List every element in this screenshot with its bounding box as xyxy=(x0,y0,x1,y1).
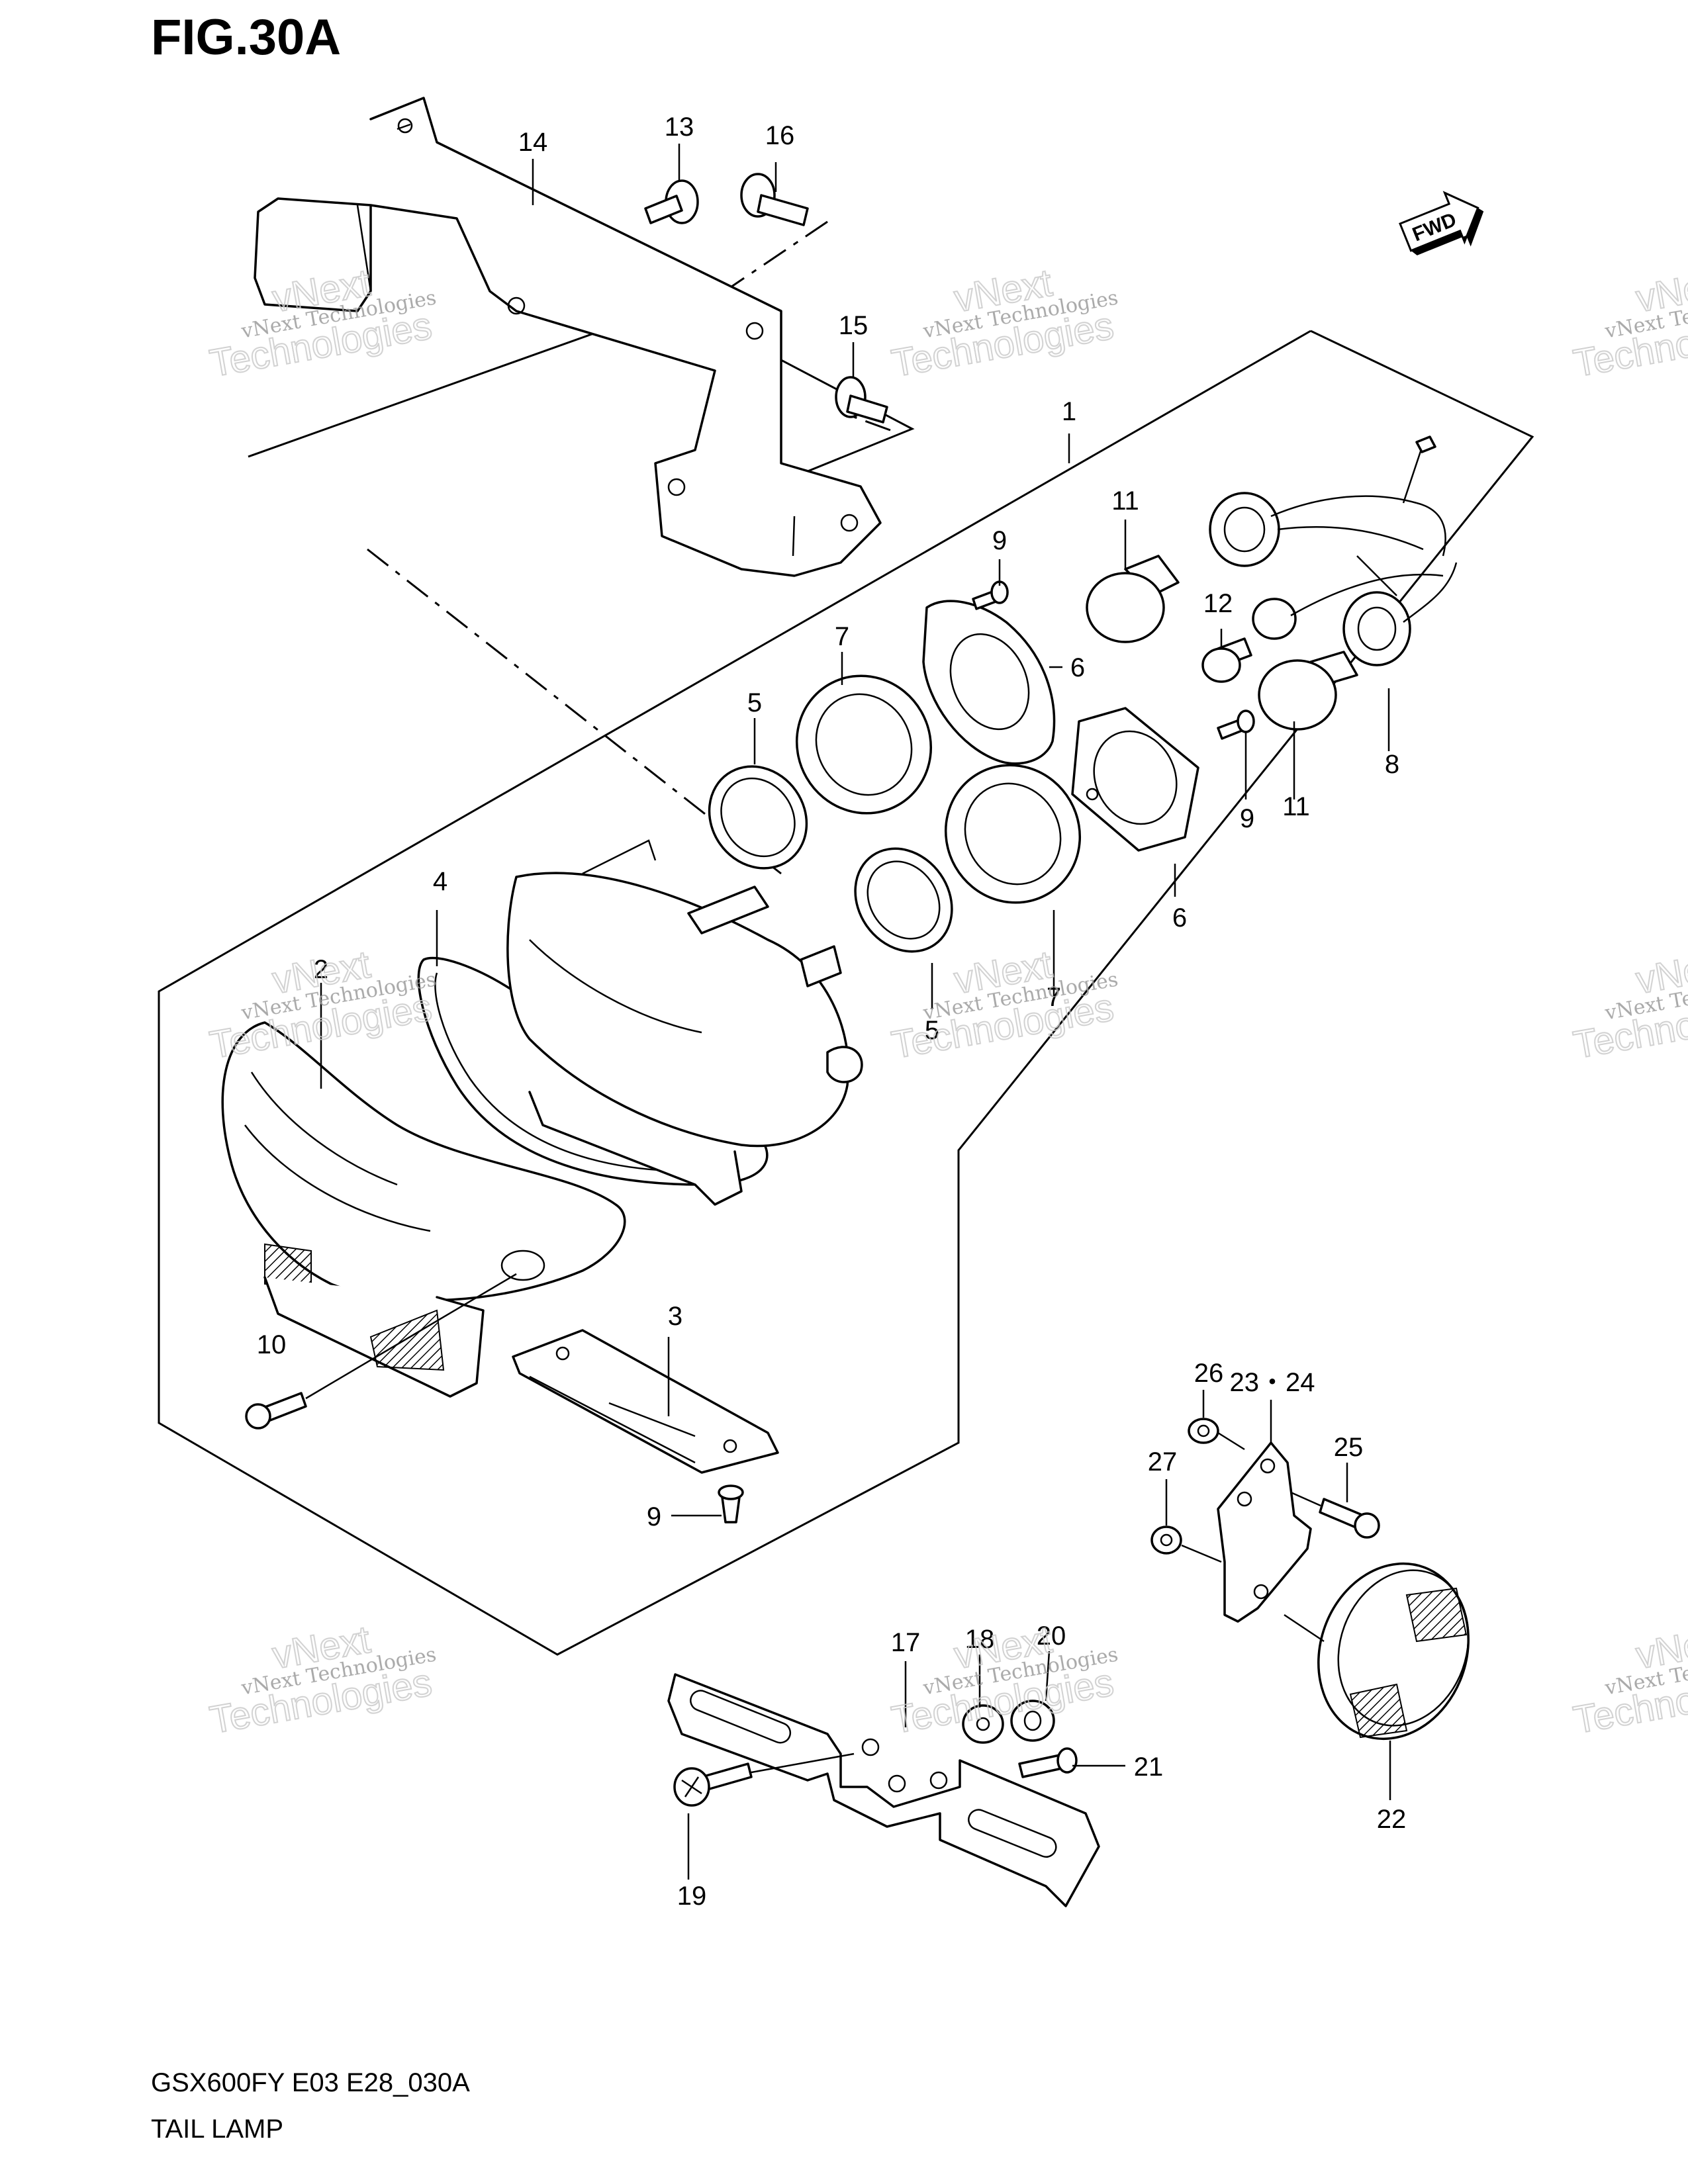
screw-9a xyxy=(972,580,1009,610)
screw-15 xyxy=(835,376,888,424)
callout-2: 2 xyxy=(314,955,328,984)
reflector-bracket-part-23-24 xyxy=(1217,1441,1312,1623)
callout-10: 10 xyxy=(257,1330,287,1359)
bulb-part-11a xyxy=(1086,555,1180,643)
figure-name: TAIL LAMP xyxy=(151,2115,283,2144)
license-plate-lens-part-3 xyxy=(512,1329,779,1474)
screw-21 xyxy=(1018,1747,1078,1778)
screw-9c xyxy=(718,1484,744,1524)
callout-23-24: 23・24 xyxy=(1230,1368,1315,1397)
holder-part-7b xyxy=(944,764,1082,904)
callout-21: 21 xyxy=(1134,1752,1164,1782)
dashed-leader xyxy=(367,548,782,875)
plate-bracket-part-17 xyxy=(667,1673,1100,1907)
figure-code: GSX600FY E03 E28_030A xyxy=(151,2068,470,2097)
bulb-part-11b xyxy=(1258,651,1358,731)
callout-3: 3 xyxy=(668,1302,682,1331)
callout-14: 14 xyxy=(518,128,548,157)
screw-19 xyxy=(673,1752,855,1807)
gasket-part-6a xyxy=(922,600,1056,765)
callout-7b: 7 xyxy=(1047,983,1061,1012)
fwd-arrow-icon: FWD xyxy=(1399,191,1484,255)
figure-title: FIG.30A xyxy=(151,9,341,66)
callout-22: 22 xyxy=(1377,1805,1407,1834)
callout-12: 12 xyxy=(1203,589,1233,618)
callout-1: 1 xyxy=(1062,397,1076,426)
bracket-part-14 xyxy=(254,97,882,577)
collar-20 xyxy=(1010,1700,1055,1742)
callout-labels: 1 2 3 4 5 5 6 6 7 7 8 9 9 9 10 11 11 12 … xyxy=(257,113,1407,1911)
callout-25: 25 xyxy=(1334,1433,1364,1462)
lamp-housing xyxy=(506,839,863,1206)
watermarks: vNext Technologies vNext Technologies vN… xyxy=(206,261,1688,1743)
callout-18: 18 xyxy=(965,1625,995,1654)
nut-27 xyxy=(1150,1525,1222,1563)
screw-9b xyxy=(1217,709,1255,740)
washer-18 xyxy=(962,1704,1004,1744)
callout-19: 19 xyxy=(677,1882,707,1911)
callout-6a: 6 xyxy=(1070,653,1085,682)
callout-9a: 9 xyxy=(992,526,1007,555)
callout-7a: 7 xyxy=(835,622,849,651)
callout-8: 8 xyxy=(1385,750,1399,779)
screw-25 xyxy=(1290,1491,1380,1539)
callout-6b: 6 xyxy=(1172,903,1187,933)
assembly-box-1 xyxy=(158,330,1534,1656)
callout-15: 15 xyxy=(839,311,868,340)
callout-5a: 5 xyxy=(747,688,762,717)
socket-harness-part-8 xyxy=(1209,435,1458,666)
screw-16 xyxy=(740,173,809,226)
lens-part-2 xyxy=(221,1021,626,1398)
callout-5b: 5 xyxy=(925,1016,939,1045)
callout-26: 26 xyxy=(1194,1359,1224,1388)
nut-26 xyxy=(1188,1418,1245,1451)
callout-27: 27 xyxy=(1148,1447,1178,1477)
callout-11a: 11 xyxy=(1111,486,1139,516)
reflector-part-22 xyxy=(1317,1562,1470,1741)
holder-part-7a xyxy=(795,674,933,815)
callout-4: 4 xyxy=(433,867,447,896)
gasket-part-6b xyxy=(1071,707,1199,852)
callout-9b: 9 xyxy=(1240,804,1254,833)
ring-part-5a xyxy=(708,765,808,870)
ring-part-5b xyxy=(854,847,953,953)
callout-13: 13 xyxy=(665,113,694,142)
screw-10 xyxy=(245,1273,517,1430)
bulb-part-12 xyxy=(1201,637,1252,683)
callout-20: 20 xyxy=(1037,1621,1066,1651)
callout-16: 16 xyxy=(765,121,795,150)
callout-9c: 9 xyxy=(647,1502,661,1531)
callout-11b: 11 xyxy=(1282,792,1310,821)
leader-lines xyxy=(320,144,1391,1880)
screw-13 xyxy=(644,179,699,224)
callout-17: 17 xyxy=(891,1628,921,1657)
